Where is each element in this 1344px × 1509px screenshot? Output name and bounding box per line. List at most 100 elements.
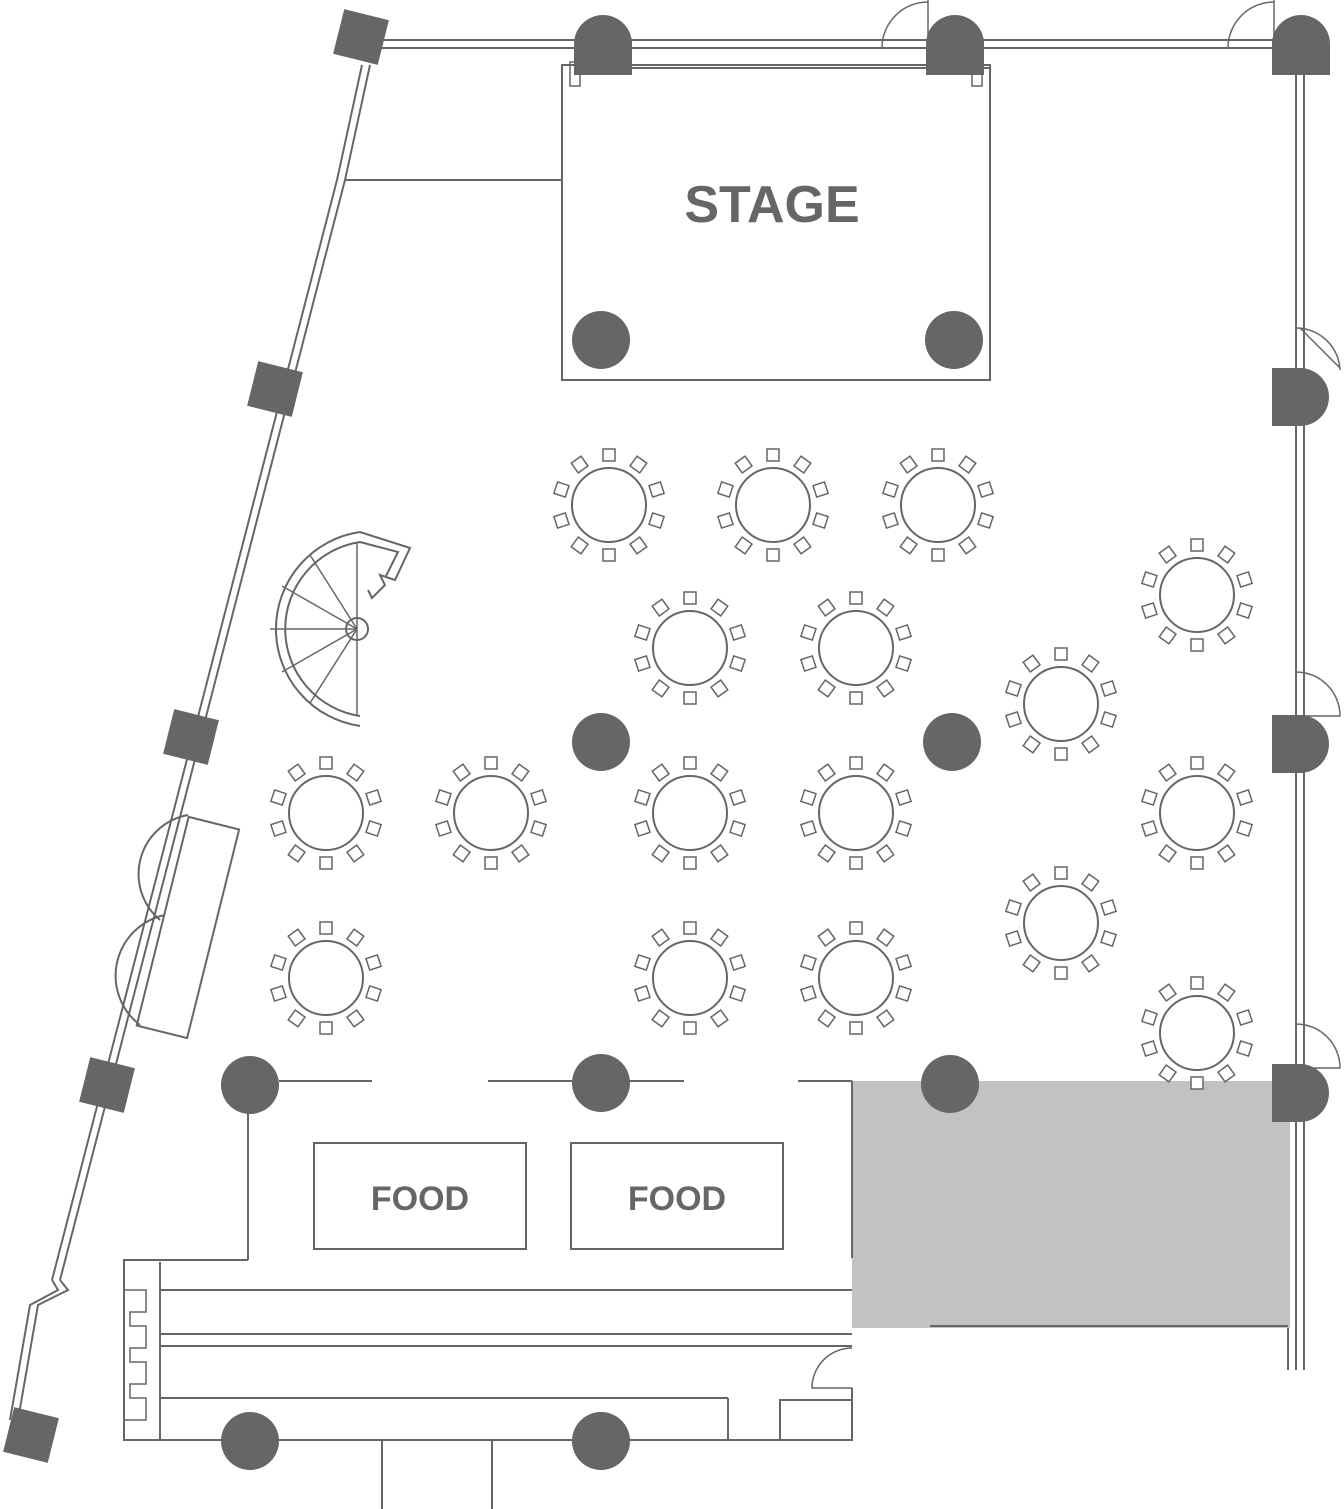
- chair: [1236, 1039, 1254, 1057]
- stage[interactable]: STAGE: [561, 61, 991, 381]
- door-swing-icon: [1227, 0, 1275, 49]
- tables[interactable]: [269, 448, 1254, 1090]
- column-square: [163, 709, 219, 765]
- chair: [628, 536, 648, 555]
- chair: [484, 756, 498, 770]
- table-top: [1159, 995, 1235, 1071]
- stage-label: STAGE: [684, 176, 859, 234]
- round-table[interactable]: [269, 921, 383, 1035]
- chair: [1216, 763, 1236, 782]
- left-slanted-wall: [9, 64, 371, 1421]
- round-table[interactable]: [881, 448, 995, 562]
- chair: [552, 511, 570, 529]
- chair: [530, 789, 548, 807]
- chair: [633, 789, 651, 807]
- chair: [1140, 819, 1158, 837]
- round-table[interactable]: [799, 921, 913, 1035]
- chair: [1190, 976, 1204, 990]
- chair: [1054, 866, 1068, 880]
- column-round: [923, 713, 981, 771]
- door-swing-icon: [1295, 327, 1341, 371]
- round-table[interactable]: [633, 591, 747, 705]
- chair: [1216, 844, 1236, 863]
- food-station-2[interactable]: FOOD: [570, 1142, 784, 1250]
- chair: [817, 928, 837, 947]
- chair: [484, 856, 498, 870]
- chair: [633, 624, 651, 642]
- round-table[interactable]: [633, 756, 747, 870]
- chair: [895, 954, 913, 972]
- chair: [895, 624, 913, 642]
- chair: [709, 1009, 729, 1028]
- chair: [799, 984, 817, 1002]
- round-table[interactable]: [716, 448, 830, 562]
- chair: [269, 954, 287, 972]
- chair: [345, 1009, 365, 1028]
- chair: [1054, 647, 1068, 661]
- round-table[interactable]: [1140, 538, 1254, 652]
- round-table[interactable]: [1004, 866, 1118, 980]
- column-halfround: [1272, 1064, 1329, 1122]
- table-top: [818, 940, 894, 1016]
- chair: [812, 481, 830, 499]
- table-top: [900, 467, 976, 543]
- chair: [570, 455, 590, 474]
- chair: [1190, 638, 1204, 652]
- table-top: [288, 775, 364, 851]
- chair: [683, 1021, 697, 1035]
- back-of-house: [123, 1259, 1288, 1509]
- round-table[interactable]: [269, 756, 383, 870]
- round-table[interactable]: [552, 448, 666, 562]
- table-top: [571, 467, 647, 543]
- chair: [1004, 680, 1022, 698]
- chair: [1022, 873, 1042, 892]
- chair: [817, 844, 837, 863]
- food-station-1[interactable]: FOOD: [313, 1142, 527, 1250]
- chair: [633, 954, 651, 972]
- round-table[interactable]: [1004, 647, 1118, 761]
- round-table[interactable]: [1140, 756, 1254, 870]
- chair: [1100, 680, 1118, 698]
- column-square: [3, 1407, 59, 1463]
- column-round: [921, 1055, 979, 1113]
- chair: [319, 921, 333, 935]
- chair: [895, 789, 913, 807]
- column-halfround: [1272, 715, 1329, 773]
- chair: [957, 455, 977, 474]
- table-top: [453, 775, 529, 851]
- chair: [1140, 1009, 1158, 1027]
- chair: [1216, 1064, 1236, 1083]
- food-label: FOOD: [371, 1180, 469, 1218]
- chair: [734, 455, 754, 474]
- chair: [709, 928, 729, 947]
- round-table[interactable]: [633, 921, 747, 1035]
- round-table[interactable]: [799, 591, 913, 705]
- column-round: [572, 713, 630, 771]
- table-top: [652, 940, 728, 1016]
- chair: [651, 679, 671, 698]
- chair: [1080, 954, 1100, 973]
- chair: [849, 1021, 863, 1035]
- chair: [799, 624, 817, 642]
- round-table[interactable]: [434, 756, 548, 870]
- chair: [1140, 601, 1158, 619]
- chair: [365, 954, 383, 972]
- chair: [1022, 654, 1042, 673]
- chair: [817, 598, 837, 617]
- spiral-staircase-icon: [270, 530, 412, 727]
- chair: [875, 679, 895, 698]
- chair: [1140, 789, 1158, 807]
- chair: [1158, 545, 1178, 564]
- table-top: [1159, 557, 1235, 633]
- chair: [1236, 571, 1254, 589]
- round-table[interactable]: [799, 756, 913, 870]
- chair: [1158, 844, 1178, 863]
- door-swing-icon: [1295, 671, 1341, 717]
- chair: [510, 844, 530, 863]
- round-table[interactable]: [1140, 976, 1254, 1090]
- chair: [849, 856, 863, 870]
- chair: [1190, 1076, 1204, 1090]
- chair: [683, 921, 697, 935]
- chair: [1080, 873, 1100, 892]
- chair: [729, 654, 747, 672]
